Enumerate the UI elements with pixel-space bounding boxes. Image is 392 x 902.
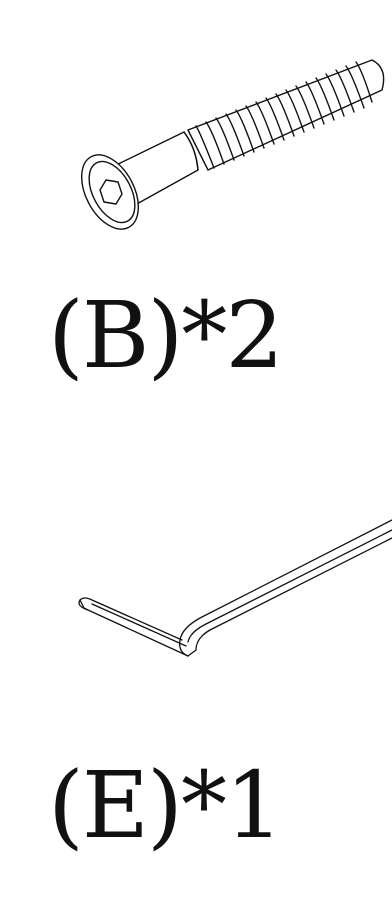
screw-icon [80, 59, 385, 230]
part-label-b: (B)*2 [48, 282, 284, 389]
allen-key-icon [78, 519, 392, 657]
part-label-e: (E)*1 [48, 752, 283, 859]
